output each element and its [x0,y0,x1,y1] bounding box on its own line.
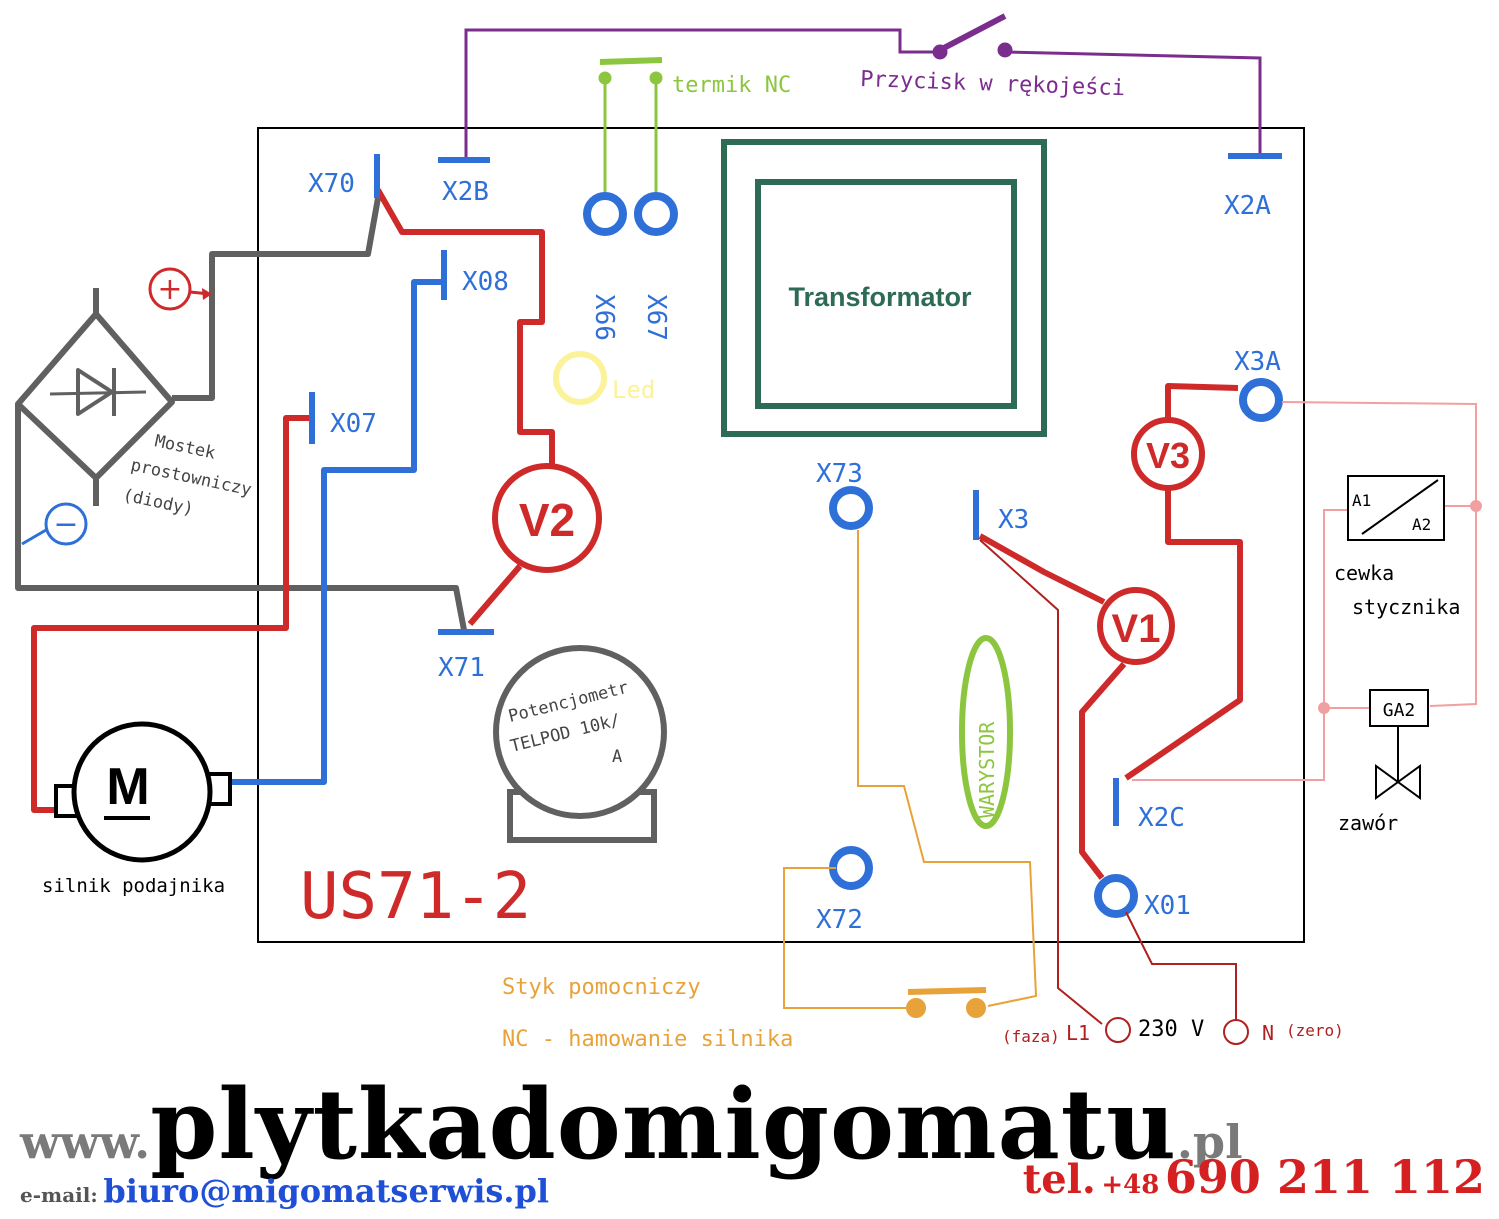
svg-text:M: M [106,758,149,816]
red-traces-right [978,383,1243,880]
website-prefix: www. [20,1115,151,1169]
motor: M [54,721,232,863]
thermal-switch [598,57,663,196]
svg-text:230 V: 230 V [1138,1017,1204,1042]
phone-number[interactable]: 690 211 112 [1164,1150,1485,1204]
svg-text:+: + [157,272,182,307]
svg-text:V3: V3 [1146,435,1190,476]
email-label: e-mail: [20,1183,98,1207]
svg-text:cewka: cewka [1334,561,1394,585]
minus-marker: − [21,502,88,546]
email-line: e-mail: biuro@migomatserwis.pl [20,1172,549,1210]
board-model: US71-2 [300,860,531,934]
svg-text:X73: X73 [816,459,863,489]
svg-text:X2B: X2B [442,177,489,207]
svg-text:X01: X01 [1144,891,1191,921]
website-name: plytkadomigomatu [150,1068,1177,1181]
valve-label: zawór [1338,811,1398,835]
plus-marker: + [148,267,212,311]
svg-text:X70: X70 [308,169,355,199]
contactor-wiring [1132,401,1482,781]
svg-text:X71: X71 [438,653,485,683]
website-banner[interactable]: www.plytkadomigomatu.pl [20,1068,1243,1181]
svg-text:A2: A2 [1412,515,1431,534]
v1-thyristor: V1 [1097,587,1175,665]
phone-country-code: +48 [1101,1170,1160,1200]
v2-thyristor: V2 [492,463,602,573]
svg-text:X72: X72 [816,905,863,935]
svg-text:−: − [53,507,78,542]
mains-terminals: (faza) L1 230 V N (zero) [1002,1017,1344,1046]
phone-label: tel. [1022,1156,1096,1203]
svg-text:V1: V1 [1112,607,1161,651]
trigger-wiring [464,13,1262,160]
svg-text:A1: A1 [1352,491,1371,510]
svg-text:Mostek: Mostek [153,431,217,463]
bridge-label: Mostek prostowniczy (diody) [121,431,253,519]
pcb-outline [257,127,1305,943]
svg-text:(zero): (zero) [1286,1021,1344,1040]
svg-text:Styk pomocniczy: Styk pomocniczy [502,975,701,1000]
svg-text:(faza): (faza) [1002,1027,1060,1046]
svg-text:X3A: X3A [1234,347,1281,377]
motor-label: silnik podajnika [42,875,225,897]
red-traces [31,188,555,813]
svg-text:V2: V2 [519,494,575,546]
transformer-inner [755,179,1017,409]
email-link[interactable]: biuro@migomatserwis.pl [103,1172,550,1210]
svg-text:L1: L1 [1066,1021,1090,1045]
svg-text:WARYSTOR: WARYSTOR [975,721,999,818]
led: Led [553,351,655,405]
svg-text:NC - hamowanie silnika: NC - hamowanie silnika [502,1027,793,1052]
varistor: WARYSTOR [959,635,1013,829]
svg-text:N: N [1262,1021,1274,1045]
svg-text:X08: X08 [462,267,509,297]
v3-thyristor: V3 [1131,417,1205,491]
aux-contact-label: Styk pomocniczy NC - hamowanie silnika [502,975,793,1052]
aux-contact-wiring [783,530,1038,1018]
svg-text:(diody): (diody) [121,485,195,519]
transformer-outer [721,139,1047,437]
svg-text:GA2: GA2 [1383,700,1416,721]
svg-text:X3: X3 [998,505,1029,535]
phone-line: tel. +48 690 211 112 [1023,1150,1485,1204]
svg-text:Led: Led [612,376,655,404]
mains-wiring [979,539,1237,1025]
svg-text:X66: X66 [589,294,619,341]
transformer-label: Transformator [788,282,972,312]
contactor-coil: A1 A2 [1347,475,1445,541]
website-tld: .pl [1176,1115,1243,1169]
svg-text:X07: X07 [330,409,377,439]
trigger-label: Przycisk w rękojeści [860,67,1126,101]
svg-text:X2A: X2A [1224,191,1271,221]
connector-bars [309,153,1282,826]
coil-label: cewka stycznika [1334,561,1460,619]
svg-text:X2C: X2C [1138,803,1185,833]
svg-text:A: A [612,747,622,767]
potentiometer: Potencjometr TELPOD 10k/ A [493,645,667,843]
thermal-label: termik NC [672,73,791,98]
valve: GA2 [1369,689,1429,800]
rectifier-wiring [15,197,467,631]
svg-text:stycznika: stycznika [1352,595,1460,619]
svg-text:X67: X67 [641,294,671,341]
blue-trace [226,279,444,785]
connector-labels: X70 X2B X66 X67 X2A X08 X07 X71 X73 X3 X… [308,169,1281,935]
